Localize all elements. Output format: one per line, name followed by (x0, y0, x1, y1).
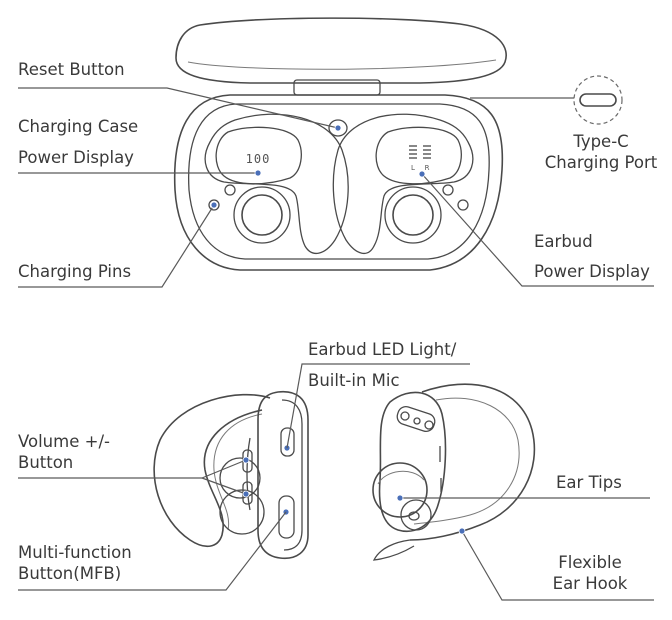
label-mfb-2: Button(MFB) (18, 564, 122, 583)
label-ear-hook-1: Flexible (558, 553, 622, 572)
label-volume-2: Button (18, 453, 74, 472)
earbud-left-view (153, 390, 309, 560)
right-marker: R (425, 164, 430, 172)
charging-case: 100 L R (173, 17, 507, 271)
top-callouts (18, 87, 654, 288)
earbud-power-display (375, 126, 462, 185)
case-lid (175, 17, 507, 84)
case-tray (187, 103, 490, 260)
label-case-power-1: Charging Case (18, 117, 139, 136)
earbud-battery-bars (409, 145, 431, 159)
case-power-readout: 100 (246, 152, 271, 166)
label-earbud-power-1: Earbud (534, 232, 593, 251)
left-marker: L (411, 164, 415, 172)
type-c-port (573, 75, 623, 125)
left-pin-lower (208, 199, 220, 211)
label-ear-hook-2: Ear Hook (552, 574, 628, 593)
reset-button-shape (328, 119, 348, 137)
case-base (173, 94, 504, 271)
label-reset-button: Reset Button (18, 60, 125, 79)
label-typec-1: Type-C (573, 132, 629, 151)
mfb-slot (278, 495, 295, 539)
right-ear-hook (409, 383, 536, 541)
left-ear-hook (153, 393, 271, 548)
label-mfb-1: Multi-function (18, 543, 132, 562)
right-earbud-body (378, 391, 447, 532)
left-earbud-in-case (204, 113, 349, 254)
left-earbud-body (257, 390, 309, 560)
left-pin-upper (224, 184, 236, 196)
label-ear-tips: Ear Tips (556, 473, 622, 492)
label-case-power-2: Power Display (18, 148, 134, 167)
bottom-callouts (18, 363, 654, 601)
label-volume-1: Volume +/- (18, 432, 110, 451)
right-pin-lower (457, 199, 469, 211)
led-slot (280, 427, 295, 457)
label-led-2: Built-in Mic (308, 371, 400, 390)
label-led-1: Earbud LED Light/ (308, 340, 457, 359)
ear-tip-shape (372, 462, 428, 518)
right-pin-upper (442, 184, 454, 196)
label-charging-pins: Charging Pins (18, 262, 132, 281)
right-earbud-in-case (332, 113, 474, 254)
label-typec-2: Charging Port (544, 153, 658, 172)
label-earbud-power-2: Power Display (534, 262, 650, 281)
case-power-display (215, 126, 302, 185)
earbud-right-view (372, 383, 536, 561)
